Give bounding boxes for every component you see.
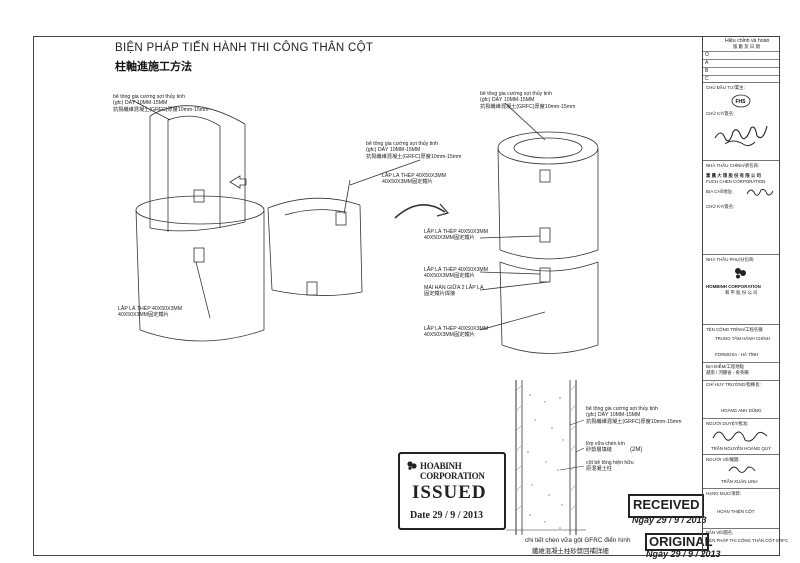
- steel-plate-label-r2: LẮP LÁ THÉP 40X50X3MM 40X50X3MM固定鐵片: [424, 267, 488, 280]
- revision-row: B: [703, 67, 779, 75]
- label-line: LẮP LÁ THÉP 40X50X3MM: [424, 229, 489, 235]
- address-label: ĐỊA CHỈ/地址:: [706, 189, 734, 194]
- sign-label: CHỮ KÝ/簽名:: [706, 204, 735, 209]
- detail-caption-cn: 纖維混凝土柱砂漿回補詳細: [532, 548, 609, 555]
- owner-signature: [714, 125, 768, 147]
- section-column-label: cột bê tông hiện hữu 原混凝土柱: [586, 460, 634, 473]
- drawing-frame: [33, 36, 780, 556]
- label-line: (gfc) DÀY 10MM-15MM: [366, 147, 421, 154]
- location-label: ĐỊA ĐIỂM/工程地點: [706, 364, 745, 369]
- steel-plate-label-middle: LẮP LÁ THÉP 40X50X3MM 40X50X3MM固定鐵片: [382, 173, 446, 186]
- stamp-corp-name: HOABINH CORPORATION: [420, 461, 485, 481]
- label-line: 抗裂纖維混凝土(GRFC)厚度10mm-15mm: [113, 106, 209, 113]
- contractor-name: 富 晨 大 理 股 份 有 限 公 司: [706, 173, 761, 178]
- label-line: 固定鐵片焊接: [424, 291, 456, 298]
- fhs-logo-icon: FHS: [731, 94, 751, 108]
- label-line: bê tông gia cường sợi thủy tinh: [366, 141, 438, 147]
- section-mortar-note: (2M): [630, 447, 643, 453]
- stamp-issued-date: Date 29 / 9 / 2013: [410, 510, 484, 521]
- label-line: 原混凝土柱: [586, 466, 612, 473]
- original-date: Ngày 29 / 9 / 2013: [646, 549, 721, 559]
- label-line: 40X50X3MM固定鐵片: [424, 332, 475, 339]
- received-date: Ngày 29 / 9 / 2013: [632, 515, 707, 525]
- drawer-label: NGƯỜI VẼ/繪圖:: [706, 457, 740, 462]
- project-name-1: TRUNG TÂM HÀNH CHÍNH: [715, 336, 770, 341]
- svg-text:FHS: FHS: [736, 99, 747, 105]
- received-word: RECEIVED: [633, 497, 700, 512]
- original-word: ORIGINAL: [649, 534, 713, 549]
- contractor-signature: [746, 189, 774, 196]
- section-mortar-label: lớp vữa chèn kín 砂漿層填縫: [586, 441, 625, 454]
- label-line: 抗裂纖維混凝土(GRFC)厚度10mm-15mm: [366, 153, 462, 160]
- label-line: 砂漿層填縫: [586, 447, 612, 454]
- approver-label: NGƯỜI DUYỆT/批准:: [706, 421, 749, 426]
- owner-sign-label: CHỮ KÝ/簽名:: [706, 111, 735, 116]
- revision-row: O: [703, 51, 779, 59]
- contractor-label: NHÀ THẦU CHÍNH/承包商:: [706, 163, 760, 168]
- project-name-2: FORMOSA - HÀ TĨNH: [715, 352, 759, 357]
- title-block: Hiệu chỉnh và hoàn 版 數 及 日 期 O A B C CHỦ…: [702, 36, 788, 554]
- sub-name-cn: 和 平 股 份 公 司: [725, 290, 758, 295]
- steel-plate-label-r1: LẮP LÁ THÉP 40X50X3MM 40X50X3MM固定鐵片: [424, 229, 488, 242]
- revision-row: A: [703, 59, 779, 67]
- hoabinh-logo-icon: [407, 461, 417, 470]
- steel-plate-label-left: LẮP LÁ THÉP 40X50X3MM 40X50X3MM固定鐵片: [118, 306, 182, 319]
- label-line: MÁI HÀN GIỮA 2 LẮP LÁ: [424, 285, 484, 291]
- chief-name: HOÀNG ANH DŨNG: [721, 408, 762, 413]
- contractor-name-en: FUCH CHEN CORPORATION: [706, 179, 766, 184]
- label-line: 40X50X3MM固定鐵片: [382, 179, 433, 186]
- weld-joint-label: MÁI HÀN GIỮA 2 LẮP LÁ 固定鐵片焊接: [424, 285, 483, 298]
- section-grfc-label: bê tông gia cường sợi thủy tinh (gfc) DÀ…: [586, 406, 681, 425]
- revision-row: C: [703, 75, 779, 83]
- label-line: 40X50X3MM固定鐵片: [424, 273, 475, 280]
- owner-label: CHỦ ĐẦU TƯ/業主:: [706, 85, 745, 90]
- label-line: (gfc) DÀY 10MM-15MM: [113, 100, 168, 107]
- issued-stamp: HOABINH CORPORATION ISSUED Date 29 / 9 /…: [398, 452, 506, 530]
- label-line: 抗裂纖維混凝土(GRFC)厚度10mm-15mm: [480, 103, 576, 110]
- received-stamp: RECEIVED: [628, 494, 704, 518]
- detail-caption-vn: chi tiết chèn vữa gột GFRC điển hình: [525, 537, 631, 544]
- drawing-title-vn: BIỆN PHÁP TIẾN HÀNH THI CÔNG THÂN CỘT: [115, 42, 374, 54]
- label-line: 40X50X3MM固定鐵片: [424, 235, 475, 242]
- stamp-issued-word: ISSUED: [412, 482, 487, 503]
- drawer-signature: [728, 466, 756, 473]
- item-value: HOÀN THIỆN CỘT: [717, 509, 755, 514]
- label-line: LẮP LÁ THÉP 40X50X3MM: [118, 306, 183, 312]
- label-line: (gfc) DÀY 10MM-15MM: [480, 97, 535, 104]
- grfc-label-right: bê tông gia cường sợi thủy tinh (gfc) DÀ…: [480, 91, 575, 110]
- revision-header: Hiệu chỉnh và hoàn: [725, 38, 770, 44]
- drawer-name: TRẦN XUÂN LINH: [721, 479, 758, 484]
- label-line: (gfc) DÀY 10MM-15MM: [586, 412, 641, 419]
- hoabinh-logo-icon: [735, 268, 746, 279]
- sub-name: HOMBINH CORPORATION: [706, 284, 761, 289]
- revision-table: O A B C: [703, 51, 779, 83]
- label-line: bê tông gia cường sợi thủy tinh: [586, 406, 658, 412]
- project-label: TÊN CÔNG TRÌNH/工程名稱: [706, 327, 763, 332]
- subcontractor-label: NHÀ THẦU PHỤ/分包商:: [706, 257, 755, 262]
- approver-signature: [712, 431, 768, 442]
- grfc-label-middle: bê tông gia cường sợi thủy tinh (gfc) DÀ…: [366, 141, 461, 160]
- drawing-label: BẢN VẼ/圖名:: [706, 530, 734, 535]
- label-line: LẮP LÁ THÉP 40X50X3MM: [424, 267, 489, 273]
- label-line: 40X50X3MM固定鐵片: [118, 312, 169, 319]
- original-stamp: ORIGINAL: [645, 533, 713, 551]
- label-line: LẮP LÁ THÉP 40X50X3MM: [424, 326, 489, 332]
- label-line: LẮP LÁ THÉP 40X50X3MM: [382, 173, 447, 179]
- label-line: cột bê tông hiện hữu: [586, 460, 634, 466]
- label-line: 抗裂纖維混凝土(GRFC)厚度10mm-15mm: [586, 418, 682, 425]
- drawing-value: BIỆN PHÁP THI CÔNG THÂN CỘT GRFC: [705, 538, 789, 543]
- item-label: HẠNG MỤC/項目:: [706, 491, 742, 496]
- chief-label: CHỈ HUY TRƯỞNG/指揮長:: [706, 382, 761, 387]
- grfc-label-left: bê tông gia cường sợi thủy tinh (gfc) DÀ…: [113, 94, 208, 113]
- label-line: bê tông gia cường sợi thủy tinh: [113, 94, 185, 100]
- label-line: bê tông gia cường sợi thủy tinh: [480, 91, 552, 97]
- steel-plate-label-r3: LẮP LÁ THÉP 40X50X3MM 40X50X3MM固定鐵片: [424, 326, 488, 339]
- location-value: 越南 / 河靜省 - 奇英縣: [706, 370, 749, 375]
- label-line: lớp vữa chèn kín: [586, 441, 625, 447]
- drawing-title-cn: 柱軸進施工方法: [115, 61, 192, 73]
- approver-name: TRẦN NGUYỄN HOÀNG QUÝ: [711, 446, 772, 451]
- revision-header-cn: 版 數 及 日 期: [733, 44, 760, 49]
